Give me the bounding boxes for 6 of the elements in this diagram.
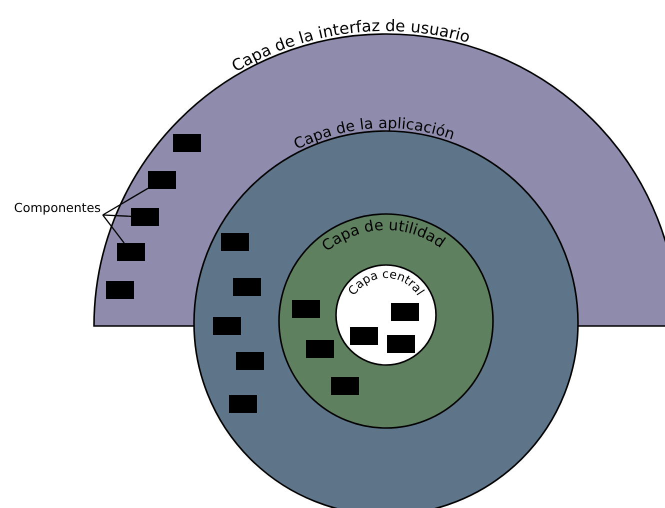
leader-line bbox=[102, 214, 125, 244]
leader-line bbox=[102, 214, 132, 217]
leader-line bbox=[102, 188, 148, 216]
layer-label: Capa de la interfaz de usuario bbox=[228, 16, 472, 76]
layer-label: Capa de la aplicación bbox=[290, 114, 458, 154]
callout-label: Componentes bbox=[14, 200, 101, 215]
